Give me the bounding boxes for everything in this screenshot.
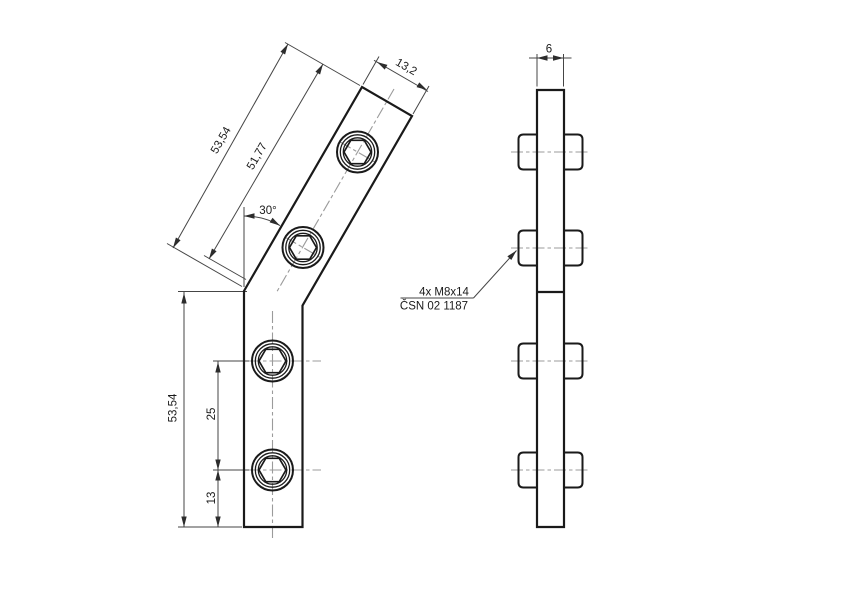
part-outline-side — [535, 88, 566, 529]
dimension-arrows — [170, 42, 564, 527]
dim-bend-angle: 30° — [259, 205, 276, 217]
front-view — [242, 85, 414, 529]
dim-hole-edge-distance: 13 — [206, 492, 218, 505]
callout-leader — [473, 250, 517, 299]
dim-angled-end-width: 13,2 — [393, 57, 418, 79]
dimension-labels: 53,54 51,77 13,2 30° 53,54 25 13 6 4x M8… — [168, 44, 553, 505]
callout-quantity-size: 4x M8x14 — [419, 287, 469, 299]
dim-angled-inner-length: 51,77 — [245, 141, 270, 172]
dimension-lines — [166, 42, 572, 528]
hole1-cross-centerline — [339, 141, 376, 163]
dim-vertical-length: 53,54 — [168, 393, 180, 422]
dim-plate-thickness: 6 — [546, 44, 552, 56]
centerlines — [248, 88, 590, 541]
dim-angled-outer-length: 53,54 — [209, 125, 234, 156]
hole2-cross-centerline — [285, 237, 321, 258]
side-view — [517, 88, 584, 529]
callout-standard: ČSN 02 1187 — [400, 300, 468, 313]
dim-hole-spacing: 25 — [206, 408, 218, 421]
part-outline-front — [242, 85, 414, 529]
front-angled-centerline — [276, 88, 395, 292]
